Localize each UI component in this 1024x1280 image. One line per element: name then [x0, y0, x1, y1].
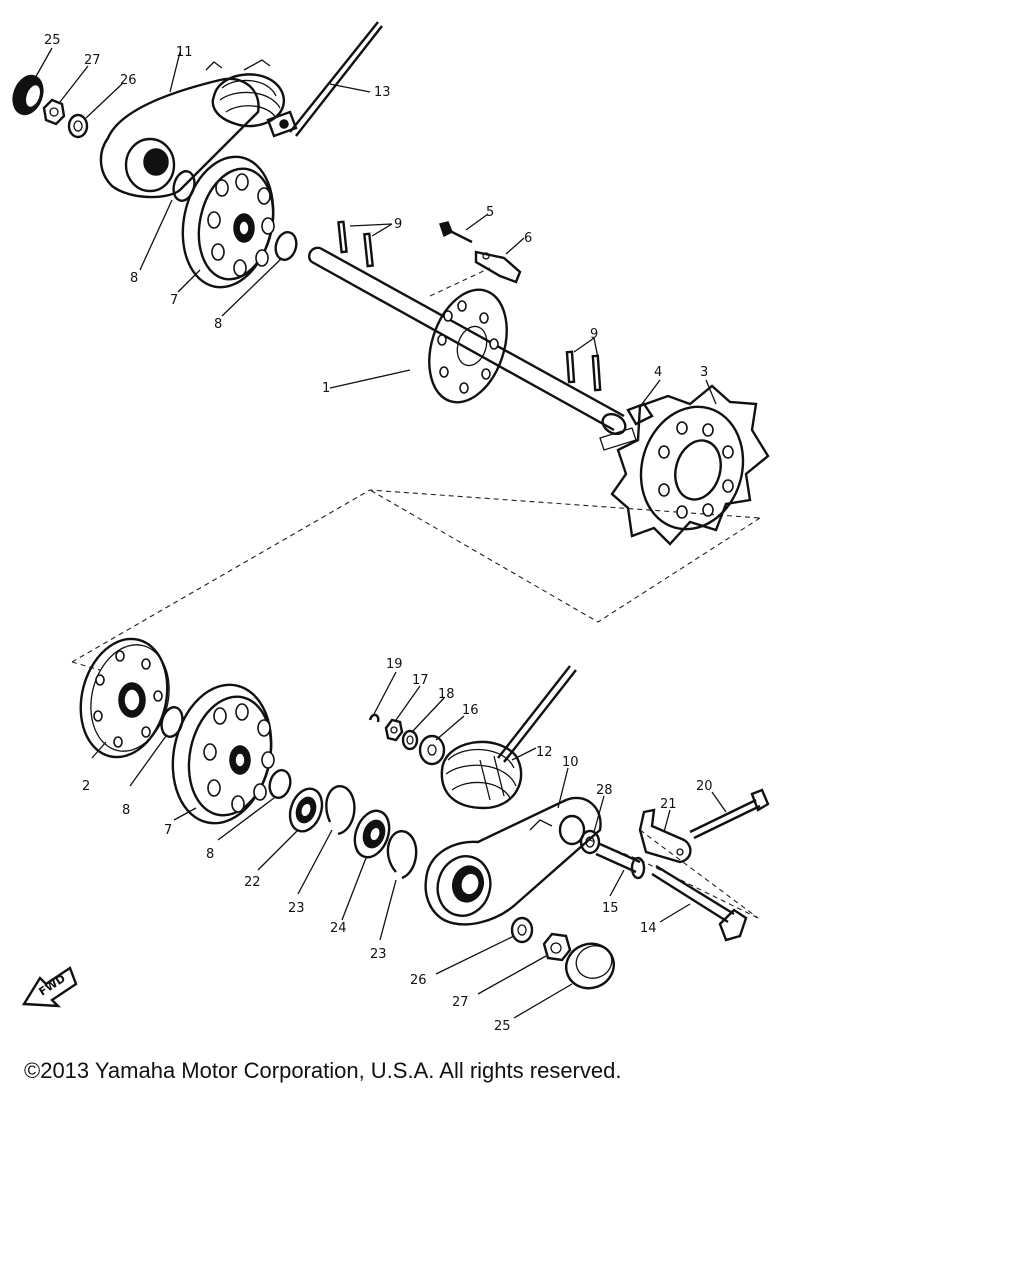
bearing-24	[353, 809, 391, 859]
washer-16	[418, 734, 446, 766]
callout-18: 18	[438, 687, 455, 702]
pins-9-middle	[565, 350, 602, 392]
shaft-end-upper	[266, 110, 298, 138]
callout-9-upper: 9	[394, 217, 402, 232]
spring-12-lower	[440, 740, 523, 810]
flange-plate-2	[79, 637, 170, 759]
wheel-7-lower	[171, 683, 275, 825]
cap-25-upper	[12, 74, 44, 116]
callout-14: 14	[640, 921, 657, 936]
assembly-reference-lines	[71, 267, 761, 919]
snap-ring-23-a	[325, 785, 356, 836]
callout-11: 11	[176, 45, 193, 60]
exploded-parts-diagram: FWD	[12, 21, 770, 1034]
pins-9-upper	[337, 220, 374, 268]
fwd-label: FWD	[37, 972, 68, 999]
callout-26-upper: 26	[120, 73, 137, 88]
callout-22: 22	[244, 875, 261, 890]
nut-17	[384, 718, 404, 742]
callout-28: 28	[596, 783, 613, 798]
leader-lines	[33, 47, 727, 1019]
callout-8-c: 8	[122, 803, 130, 818]
nut-27-upper	[42, 98, 66, 126]
callout-8-a: 8	[130, 271, 138, 286]
callout-23-a: 23	[288, 901, 305, 916]
callout-6: 6	[524, 231, 532, 246]
callout-27-upper: 27	[84, 53, 101, 68]
copyright-notice: ©2013 Yamaha Motor Corporation, U.S.A. A…	[24, 1058, 622, 1083]
callout-8-d: 8	[206, 847, 214, 862]
snap-ring-23-b	[386, 830, 418, 880]
callout-1: 1	[322, 381, 330, 396]
wheel-7-upper	[181, 155, 275, 289]
washer-28	[579, 829, 601, 855]
callout-27-lower: 27	[452, 995, 469, 1010]
callout-24: 24	[330, 921, 347, 936]
callout-labels: 25 27 11 26 13 8 7 8 9 5 6 1 9 4 3 19 17…	[44, 33, 713, 1034]
bearing-22	[288, 787, 324, 833]
nut-27-lower	[542, 932, 572, 962]
bolt-14	[651, 864, 748, 942]
bolt-20	[689, 788, 770, 840]
washer-26-upper	[67, 113, 89, 139]
callout-8-b: 8	[214, 317, 222, 332]
washer-26-lower	[510, 916, 534, 944]
callout-25-lower: 25	[494, 1019, 511, 1034]
callout-10: 10	[562, 755, 579, 770]
callout-7-lower: 7	[164, 823, 172, 838]
ring-8-d	[268, 769, 292, 799]
callout-7-upper: 7	[170, 293, 178, 308]
callout-20: 20	[696, 779, 713, 794]
key-4	[626, 402, 654, 426]
cotter-pin-19	[368, 713, 380, 723]
callout-12: 12	[536, 745, 553, 760]
ring-8-b	[274, 231, 298, 261]
callout-2: 2	[82, 779, 90, 794]
callout-25-upper: 25	[44, 33, 61, 48]
bracket-21	[638, 808, 692, 864]
callout-23-b: 23	[370, 947, 387, 962]
callout-3: 3	[700, 365, 708, 380]
washer-18	[401, 729, 419, 751]
drive-sprocket-3	[610, 384, 770, 546]
callout-26-lower: 26	[410, 973, 427, 988]
rod-13	[289, 21, 383, 137]
rod-lower	[497, 665, 577, 763]
callout-19: 19	[386, 657, 403, 672]
cap-25-lower	[565, 942, 615, 990]
bolt-5	[439, 221, 473, 244]
callout-17: 17	[412, 673, 429, 688]
arm-10-lower	[424, 796, 602, 926]
spring-12-upper	[211, 59, 285, 128]
callout-13: 13	[374, 85, 391, 100]
callout-5: 5	[486, 205, 494, 220]
callout-15: 15	[602, 901, 619, 916]
shaft-1	[308, 246, 637, 451]
callout-21: 21	[660, 797, 677, 812]
callout-9-middle: 9	[590, 327, 598, 342]
bracket-6	[474, 250, 522, 284]
callout-16: 16	[462, 703, 479, 718]
fwd-arrow-icon: FWD	[21, 966, 78, 1008]
callout-4: 4	[654, 365, 662, 380]
arm-11-upper	[99, 61, 260, 199]
sleeve-15	[595, 842, 646, 880]
